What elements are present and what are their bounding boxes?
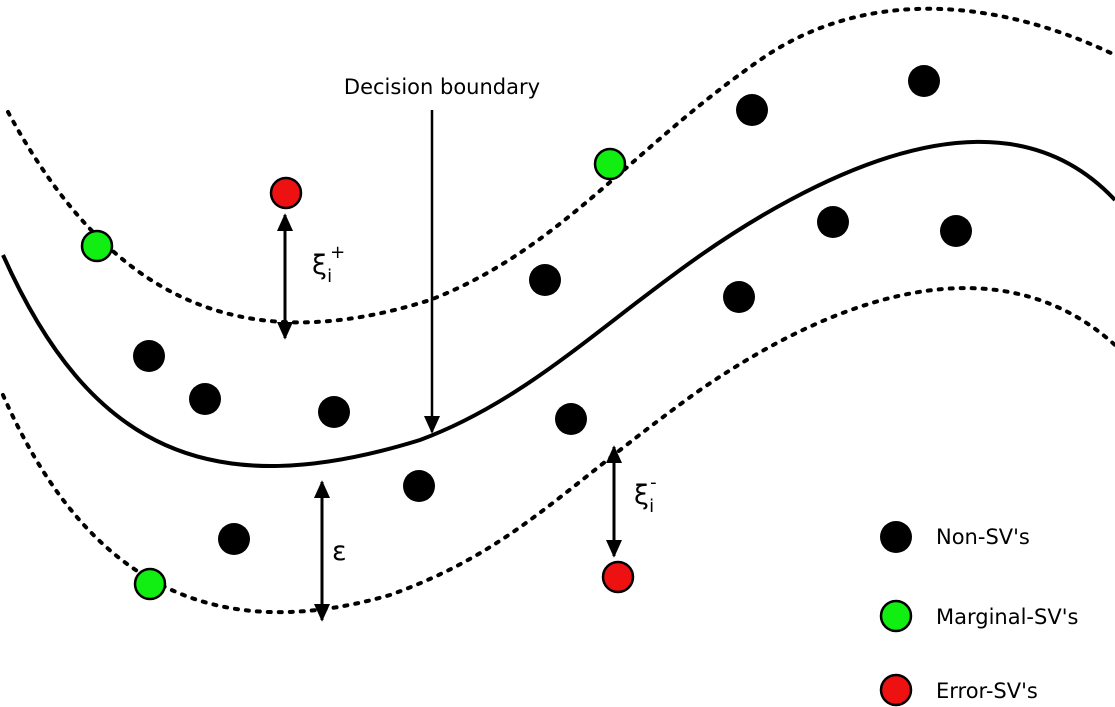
marginal-sv-points (80, 147, 627, 601)
decision-boundary-curve (1, 139, 1115, 468)
legend-label-non-sv: Non-SV's (936, 525, 1030, 549)
lower-margin-curve (1, 286, 1115, 615)
non-sv-point (555, 403, 587, 435)
non-sv-point (908, 65, 940, 97)
non-sv-point (723, 281, 755, 313)
non-sv-point (133, 340, 165, 372)
error-sv-points (269, 176, 635, 594)
legend-item-non-sv: Non-SV's (880, 521, 1030, 553)
legend-label-marginal-sv: Marginal-SV's (936, 605, 1078, 629)
non-sv-point (189, 383, 221, 415)
upper-margin-curve (6, 6, 1115, 325)
non-sv-point (817, 206, 849, 238)
epsilon-label: ε (332, 536, 347, 567)
xi-minus-label: ξi- (634, 472, 657, 517)
legend-swatch-marginal-sv (879, 599, 913, 633)
legend-label-error-sv: Error-SV's (936, 679, 1038, 703)
non-sv-point (318, 396, 350, 428)
legend-item-error-sv: Error-SV's (879, 673, 1038, 707)
marginal-sv-point (593, 147, 627, 181)
error-sv-point (269, 176, 303, 210)
non-sv-point (529, 264, 561, 296)
error-sv-point (601, 560, 635, 594)
xi-plus-label: ξi+ (312, 242, 345, 287)
boundary-label: Decision boundary (344, 75, 540, 99)
legend-item-marginal-sv: Marginal-SV's (879, 599, 1078, 633)
non-sv-point (736, 94, 768, 126)
non-sv-point (218, 523, 250, 555)
non-sv-point (403, 470, 435, 502)
marginal-sv-point (133, 567, 167, 601)
marginal-sv-point (80, 229, 114, 263)
legend-swatch-error-sv (879, 673, 913, 707)
legend-swatch-non-sv (880, 521, 912, 553)
legend: Non-SV's Marginal-SV's Error-SV's (879, 521, 1078, 707)
non-sv-point (940, 215, 972, 247)
non-sv-points (133, 65, 972, 555)
